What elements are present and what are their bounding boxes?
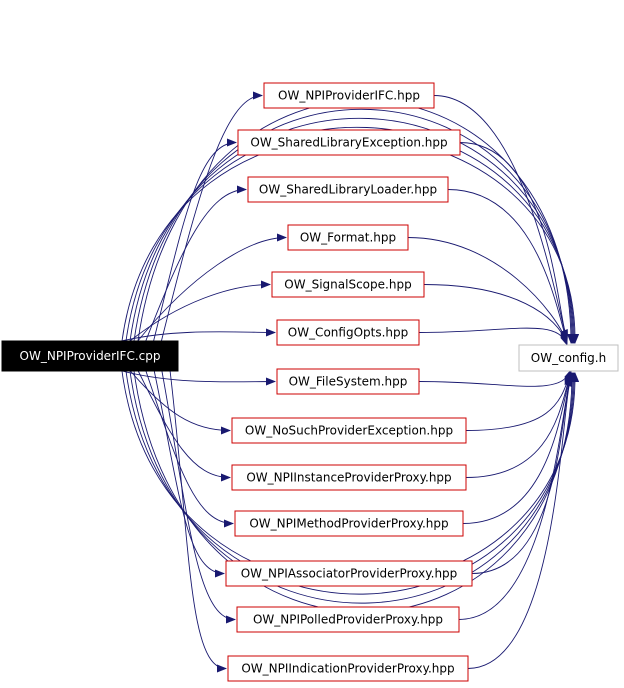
header-node-11-label: OW_NPIAssociatorProviderProxy.hpp (241, 567, 458, 581)
edge-header-to-target-12 (458, 375, 572, 620)
edge-header-to-target-5 (423, 284, 568, 345)
edge-source-to-header-1 (160, 91, 263, 342)
edge-source-to-header-8 (130, 370, 231, 435)
header-node-9[interactable]: OW_NPIInstanceProviderProxy.hpp (231, 464, 467, 491)
header-node-1-box (263, 82, 435, 109)
header-node-8[interactable]: OW_NoSuchProviderException.hpp (231, 417, 467, 444)
header-node-4-box (287, 224, 409, 251)
header-node-1[interactable]: OW_NPIProviderIFC.hpp (263, 82, 435, 109)
edge-source-to-header-13 (169, 370, 227, 673)
header-node-7-box (276, 368, 420, 395)
header-node-7-label: OW_FileSystem.hpp (289, 375, 408, 389)
header-node-12-label: OW_NPIPolledProviderProxy.hpp (253, 613, 443, 627)
edge-source-to-header-9 (137, 370, 231, 482)
edge-source-to-header-4 (137, 233, 287, 342)
edge-header-to-target-13 (467, 376, 572, 669)
header-node-13-label: OW_NPIIndicationProviderProxy.hpp (241, 662, 454, 676)
header-node-2-box (237, 129, 461, 156)
header-node-6[interactable]: OW_ConfigOpts.hpp (276, 319, 420, 346)
header-node-8-box (231, 417, 467, 444)
header-node-10-box (234, 510, 464, 537)
edge-source-to-target-top-3 (129, 118, 578, 344)
header-node-12-box (236, 606, 460, 633)
edge-source-to-target-top-4 (133, 109, 577, 344)
edge-source-to-header-10 (145, 370, 234, 528)
edge-header-to-target-7 (418, 369, 572, 387)
header-node-7[interactable]: OW_FileSystem.hpp (276, 368, 420, 395)
edge-source-to-header-2 (153, 138, 237, 342)
source-file-node-label: OW_NPIProviderIFC.cpp (20, 349, 161, 363)
header-node-10-label: OW_NPIMethodProviderProxy.hpp (249, 517, 448, 531)
header-node-3[interactable]: OW_SharedLibraryLoader.hpp (247, 176, 449, 203)
header-node-4[interactable]: OW_Format.hpp (287, 224, 409, 251)
header-node-2-label: OW_SharedLibraryException.hpp (250, 136, 447, 150)
header-node-13[interactable]: OW_NPIIndicationProviderProxy.hpp (227, 655, 469, 682)
edge-source-to-header-3 (145, 185, 247, 342)
edge-source-to-target-bottom-3 (129, 370, 578, 604)
header-node-12[interactable]: OW_NPIPolledProviderProxy.hpp (236, 606, 460, 633)
header-node-11-box (225, 560, 473, 587)
header-node-2[interactable]: OW_SharedLibraryException.hpp (237, 129, 461, 156)
edge-header-to-target-3 (447, 189, 568, 343)
edge-source-to-target-bottom-2 (125, 370, 579, 595)
header-node-10[interactable]: OW_NPIMethodProviderProxy.hpp (234, 510, 464, 537)
dependency-nodes: OW_NPIProviderIFC.cpp OW_config.h OW_NPIPr… (1, 82, 619, 682)
config-header-node[interactable]: OW_config.h (518, 344, 619, 372)
header-node-9-label: OW_NPIInstanceProviderProxy.hpp (246, 471, 451, 485)
header-node-13-box (227, 655, 469, 682)
header-node-5-box (271, 271, 425, 298)
edge-header-to-target-10 (462, 372, 572, 524)
header-node-3-label: OW_SharedLibraryLoader.hpp (259, 183, 437, 197)
edge-source-to-header-5 (129, 280, 271, 342)
config-header-node-box (518, 344, 619, 372)
edge-source-to-header-11 (153, 370, 225, 578)
header-node-1-label: OW_NPIProviderIFC.hpp (278, 89, 420, 103)
header-node-4-label: OW_Format.hpp (300, 231, 396, 245)
header-node-11[interactable]: OW_NPIAssociatorProviderProxy.hpp (225, 560, 473, 587)
edge-header-to-target-4 (407, 237, 568, 344)
source-file-node[interactable]: OW_NPIProviderIFC.cpp (1, 340, 179, 372)
header-node-9-box (231, 464, 467, 491)
header-node-6-label: OW_ConfigOpts.hpp (288, 326, 409, 340)
header-node-3-box (247, 176, 449, 203)
edge-header-to-target-6 (418, 327, 568, 346)
edge-source-to-header-6 (121, 328, 276, 342)
header-node-5-label: OW_SignalScope.hpp (284, 278, 411, 292)
header-node-6-box (276, 319, 420, 346)
header-node-5[interactable]: OW_SignalScope.hpp (271, 271, 425, 298)
edge-header-to-target-2 (459, 142, 568, 341)
source-file-node-box (1, 340, 179, 372)
edge-source-to-header-12 (161, 370, 236, 624)
edge-source-to-target-top-2 (125, 127, 579, 344)
edge-header-to-target-11 (471, 373, 572, 574)
config-header-node-label: OW_config.h (531, 351, 606, 365)
edge-source-to-header-7 (122, 370, 276, 386)
header-node-8-label: OW_NoSuchProviderException.hpp (245, 424, 453, 438)
